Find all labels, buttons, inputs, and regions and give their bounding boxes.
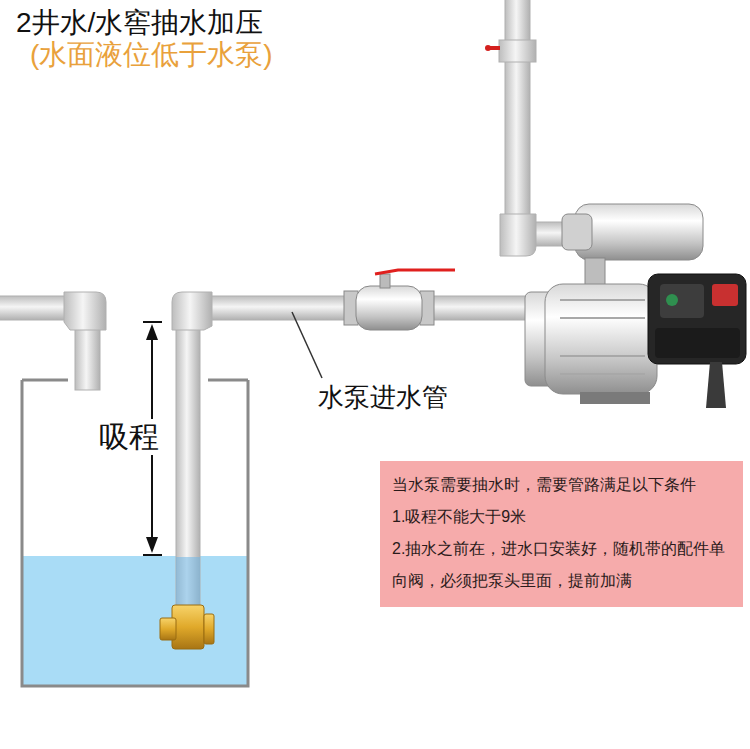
title: 2井水/水窖抽水加压	[16, 6, 263, 40]
subtitle: (水面液位低于水泵)	[28, 38, 275, 72]
note-heading: 当水泵需要抽水时，需要管路满足以下条件	[392, 469, 731, 501]
water	[22, 556, 248, 686]
elbow	[172, 292, 212, 330]
leader-line	[292, 312, 322, 378]
coupling	[499, 40, 536, 62]
elbow	[500, 214, 536, 256]
valve-handle	[485, 45, 491, 51]
part-label: 水泵进水管	[316, 382, 450, 413]
note-item: 1.吸程不能大于9米	[392, 501, 731, 533]
pipe	[176, 322, 200, 618]
check-valve	[160, 605, 214, 649]
note-box: 当水泵需要抽水时，需要管路满足以下条件1.吸程不能大于9米2.抽水之前在，进水口…	[380, 461, 743, 607]
pump	[525, 204, 746, 408]
note-item: 2.抽水之前在，进水口安装好，随机带的配件单向阀，必须把泵头里面，提前加满	[392, 533, 731, 597]
pipe	[505, 0, 530, 230]
elbow	[64, 292, 106, 330]
dimension-label: 吸程	[97, 419, 161, 455]
ball-valve	[344, 270, 455, 330]
tank-wall	[22, 380, 248, 686]
